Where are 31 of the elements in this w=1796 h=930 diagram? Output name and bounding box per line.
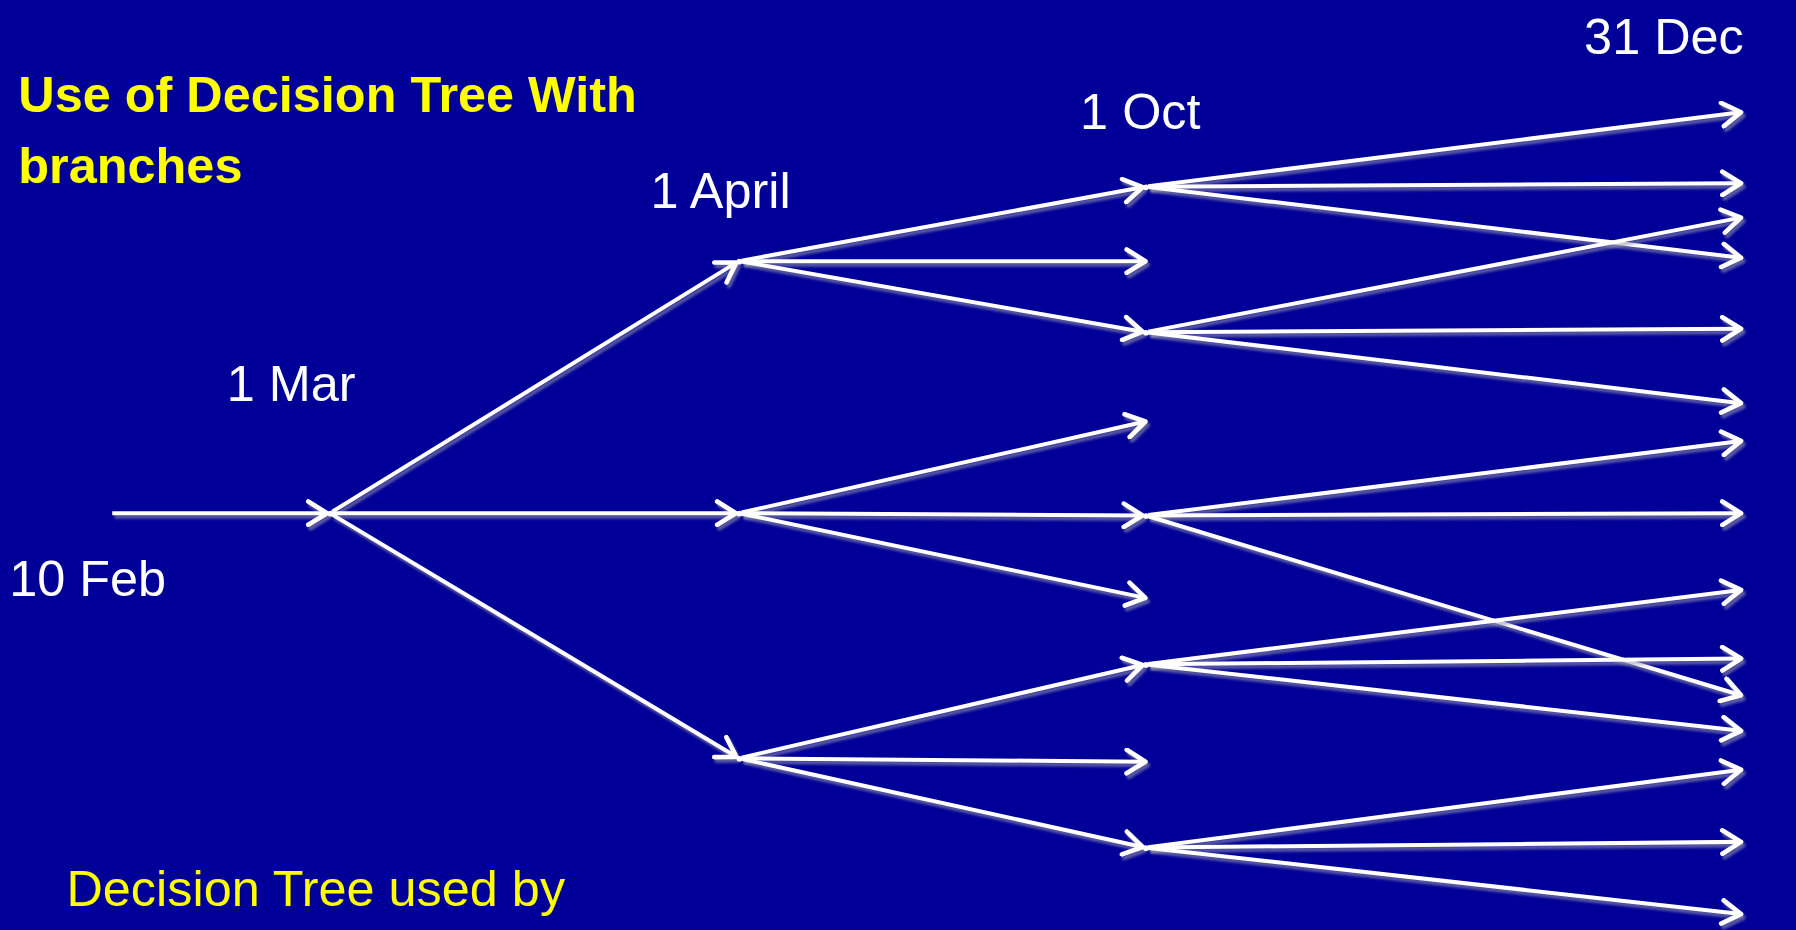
arrow <box>1148 662 1744 743</box>
arrow <box>741 747 1148 776</box>
branch-point <box>735 258 742 264</box>
branch-point <box>1142 512 1149 519</box>
date-label: 10 Feb <box>9 550 167 607</box>
arrow <box>1148 499 1744 528</box>
date-label: 1 Mar <box>226 356 356 412</box>
date-label: 31 Dec <box>1584 9 1744 65</box>
arrow <box>1147 514 1744 704</box>
branch-point <box>735 510 742 516</box>
branch-point <box>1142 183 1149 190</box>
arrow <box>1148 845 1744 926</box>
arrow <box>1148 185 1744 270</box>
arrow <box>331 512 739 760</box>
branch-point <box>1142 844 1149 851</box>
arrow <box>112 499 330 528</box>
arrow <box>1148 644 1744 673</box>
branch-point <box>1142 329 1149 336</box>
date-label: 1 Oct <box>1080 84 1201 141</box>
arrow <box>741 247 1148 276</box>
arrow <box>741 501 1145 530</box>
branch-point <box>735 755 742 762</box>
branch-point <box>327 510 333 516</box>
arrow <box>1148 314 1744 343</box>
date-label: 1 April <box>650 163 791 220</box>
title: Use of Decision Tree With branches <box>18 65 637 196</box>
arrow <box>1148 330 1744 415</box>
branch-point <box>1142 661 1149 668</box>
note-text: Decision Tree used by <box>66 861 566 917</box>
arrow <box>331 260 739 514</box>
arrow <box>332 499 739 528</box>
